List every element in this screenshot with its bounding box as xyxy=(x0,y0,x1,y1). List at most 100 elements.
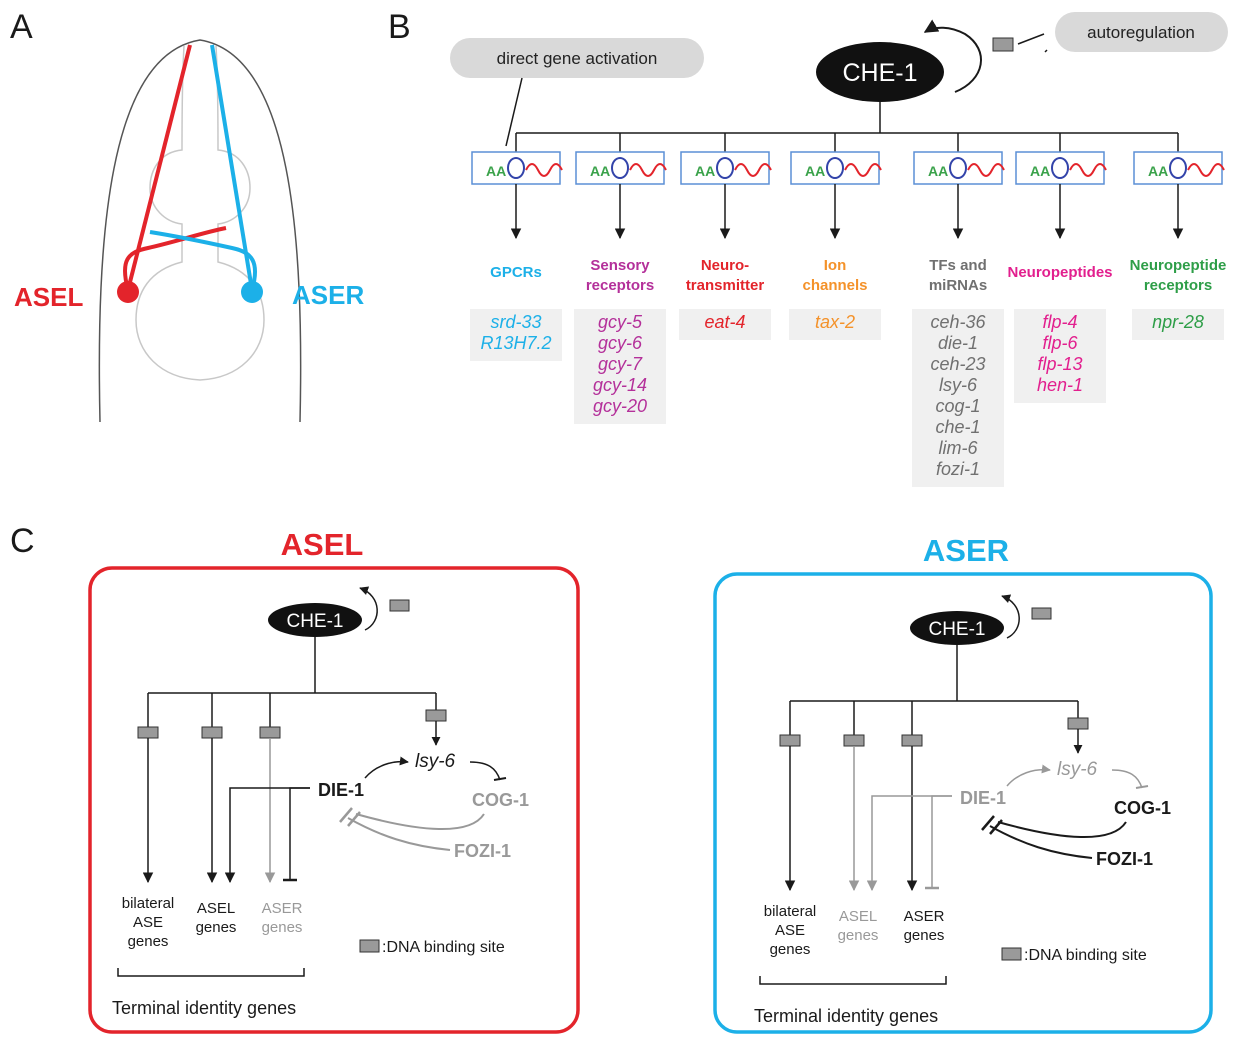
fozi1-label: FOZI-1 xyxy=(1096,849,1153,869)
category-label: receptors xyxy=(1144,277,1212,294)
gene-name: lsy-6 xyxy=(939,375,978,395)
motif-glyph-a: AA xyxy=(928,163,948,179)
autoregulation-pointer-dot xyxy=(1044,49,1048,53)
pharynx-outline xyxy=(135,45,265,381)
panel-a: A ASEL ASER xyxy=(10,8,364,423)
terminal-genes-bracket xyxy=(759,976,947,985)
aser-dendrite xyxy=(210,44,254,291)
category-label: Neuropeptides xyxy=(1007,264,1112,281)
repression-bar xyxy=(347,811,361,827)
target-gene-label: ASE xyxy=(133,914,163,931)
motif-glyph-c xyxy=(716,157,734,179)
gene-name: flp-4 xyxy=(1042,312,1077,332)
target-gene-label: genes xyxy=(128,933,169,950)
motif-glyph-t xyxy=(967,163,1005,177)
cog1-repress-die1 xyxy=(355,813,485,830)
gene-name: gcy-6 xyxy=(598,333,643,353)
motif-glyph-a: AA xyxy=(486,163,506,179)
worm-head-outline xyxy=(98,39,302,423)
target-gene-label: bilateral xyxy=(122,895,175,912)
asel-circuit: CHE-1DIE-1lsy-6COG-1FOZI-1bilateralASEge… xyxy=(112,586,529,1018)
binding-site xyxy=(779,734,801,747)
motif-glyph-c xyxy=(949,157,967,179)
gene-name: fozi-1 xyxy=(936,459,980,479)
gene-list-box xyxy=(679,309,771,340)
binding-site xyxy=(843,734,865,747)
motif-glyph-c xyxy=(1169,157,1187,179)
motif-glyph-a: AA xyxy=(805,163,825,179)
die1-to-lsy6 xyxy=(1006,764,1051,787)
die1-to-asel-genes xyxy=(866,795,952,892)
binding-site xyxy=(389,599,410,612)
autoregulation-loop xyxy=(359,586,378,631)
category-1: AASensoryreceptorsgcy-5gcy-6gcy-7gcy-14g… xyxy=(574,133,667,424)
repression-bar xyxy=(1135,785,1149,789)
motif-glyph-t xyxy=(1187,163,1225,177)
che1-node xyxy=(268,603,362,637)
die1-to-asel-genes xyxy=(224,787,310,884)
aser-commissure xyxy=(149,230,258,291)
category-label: transmitter xyxy=(686,277,765,294)
legend-label: :DNA binding site xyxy=(1024,947,1147,964)
target-gene-label: genes xyxy=(838,927,879,944)
legend-binding-site xyxy=(359,939,380,953)
aser-circuit: CHE-1DIE-1lsy-6COG-1FOZI-1bilateralASEge… xyxy=(754,594,1171,1026)
gene-name: flp-13 xyxy=(1037,354,1082,374)
target-gene-label: ASEL xyxy=(197,900,235,917)
target-gene-label: ASER xyxy=(904,908,945,925)
motif-glyph-a: AA xyxy=(590,163,610,179)
die1-label: DIE-1 xyxy=(960,788,1006,808)
repression-bar xyxy=(981,815,995,831)
binding-site xyxy=(201,726,223,739)
repression-bar xyxy=(989,819,1003,835)
direct-activation-text: direct gene activation xyxy=(497,49,658,68)
motif-glyph-t xyxy=(1069,163,1107,177)
panel-b-letter: B xyxy=(388,8,411,46)
autoregulation-loop xyxy=(923,19,982,93)
gene-name: lim-6 xyxy=(939,438,979,458)
terminal-genes-label: Terminal identity genes xyxy=(112,998,296,1018)
autoregulation-pointer xyxy=(1017,33,1045,45)
gene-list-box xyxy=(470,309,562,361)
motif-glyph-a: AA xyxy=(1030,163,1050,179)
category-label: channels xyxy=(802,277,867,294)
gene-name: ceh-36 xyxy=(930,312,986,332)
gene-name: srd-33 xyxy=(490,312,541,332)
gene-name: hen-1 xyxy=(1037,375,1083,395)
che1-node xyxy=(816,42,944,102)
gene-name: gcy-5 xyxy=(598,312,643,332)
motif-glyph-c xyxy=(507,157,525,179)
binding-site xyxy=(1067,717,1089,730)
motif-glyph-t xyxy=(734,163,772,177)
motif-glyph-t xyxy=(844,163,882,177)
lsy6-label: lsy-6 xyxy=(1057,759,1098,780)
gene-list-box xyxy=(789,309,881,340)
che1-label: CHE-1 xyxy=(842,59,917,87)
die1-repress-aser-genes xyxy=(931,795,952,888)
gene-name: gcy-14 xyxy=(593,375,647,395)
fozi1-label: FOZI-1 xyxy=(454,841,511,861)
autoregulation-loop xyxy=(1001,594,1020,639)
asel-commissure xyxy=(122,226,227,291)
repression-bar xyxy=(493,777,507,781)
gene-name: gcy-20 xyxy=(593,396,647,416)
aser-circuit-title: ASER xyxy=(923,533,1009,568)
category-label: Neuropeptide xyxy=(1130,257,1227,274)
aser-soma xyxy=(241,281,263,303)
die1-to-lsy6 xyxy=(364,756,409,779)
binding-site xyxy=(901,734,923,747)
gene-name: eat-4 xyxy=(704,312,745,332)
target-gene-label: ASE xyxy=(775,922,805,939)
autoregulation-binding-site xyxy=(992,37,1014,52)
fozi1-repress-die1 xyxy=(989,825,1093,859)
motif-glyph-c xyxy=(611,157,629,179)
gene-list-box xyxy=(1014,309,1106,403)
direct-activation-callout xyxy=(450,38,704,78)
direct-activation-pointer xyxy=(505,77,523,147)
target-tree: AAGPCRssrd-33R13H7.2AASensoryreceptorsgc… xyxy=(470,102,1226,487)
legend-label: :DNA binding site xyxy=(382,939,505,956)
gene-name: cog-1 xyxy=(935,396,980,416)
